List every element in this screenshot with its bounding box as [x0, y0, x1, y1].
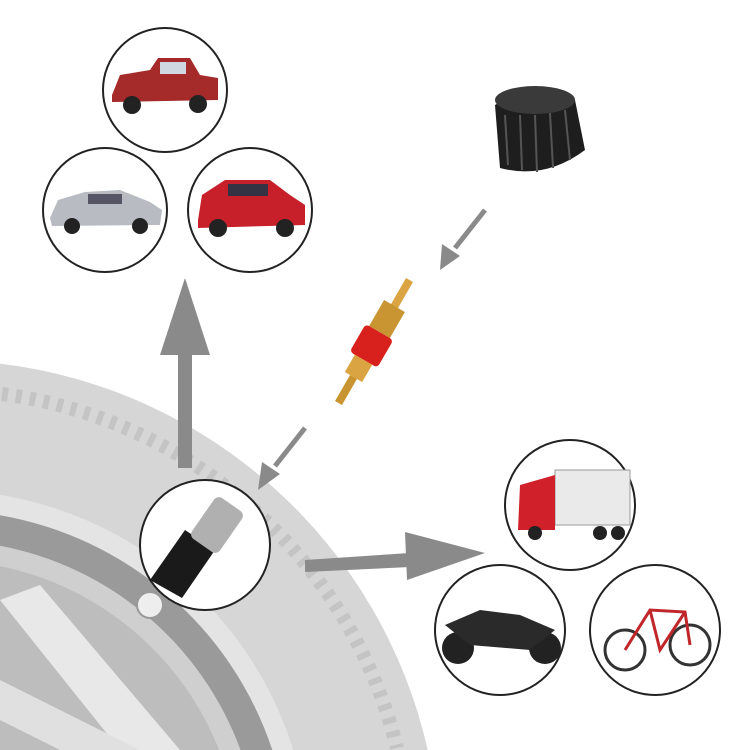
valve-core-icon	[335, 278, 413, 406]
valve-cap-icon	[495, 86, 585, 173]
arrow-up-head	[160, 278, 210, 355]
arrow-up-shaft	[178, 350, 192, 468]
motorcycle-icon	[442, 610, 561, 664]
arrow-cap-shaft	[453, 208, 487, 250]
arrow-right-shaft	[305, 553, 410, 572]
suv-car-icon	[198, 180, 305, 237]
tire	[0, 363, 428, 750]
sedan-car-icon	[50, 190, 162, 234]
arrow-core-shaft	[273, 426, 307, 468]
arrow-right-head	[405, 532, 485, 580]
rim-valve-hole	[136, 591, 164, 619]
arrow-cap-head	[440, 244, 460, 270]
pickup-truck-icon	[112, 58, 218, 114]
valve-stem-icon	[150, 497, 243, 598]
lorry-truck-icon	[518, 469, 631, 540]
arrows	[160, 208, 487, 580]
arrow-core-head	[258, 462, 280, 490]
bicycle-icon	[603, 608, 712, 672]
